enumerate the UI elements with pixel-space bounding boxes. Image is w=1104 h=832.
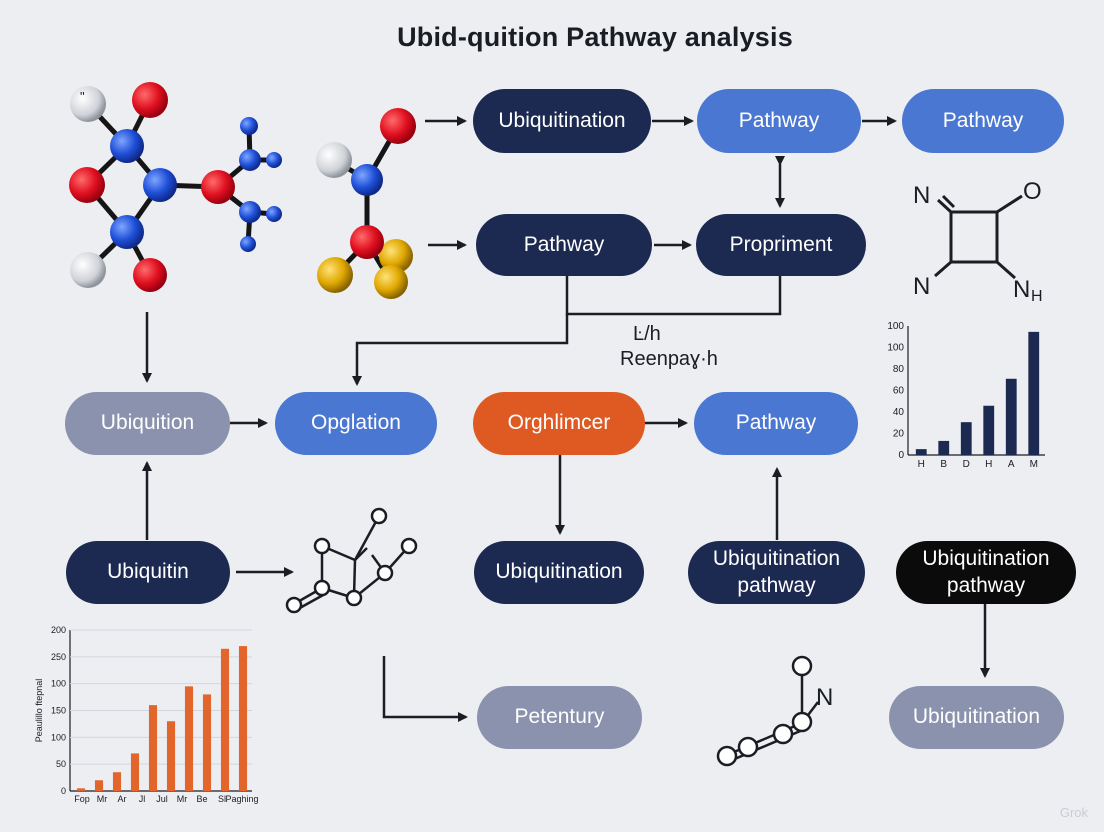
chart-navy-bar bbox=[983, 405, 995, 455]
connectors bbox=[142, 116, 990, 722]
chart-navy-bar bbox=[938, 440, 950, 455]
chart-navy-bar bbox=[1028, 331, 1040, 455]
node-orghlimcer[interactable]: Orghlimcer bbox=[473, 392, 645, 455]
chart-orange-xtick-label: Jl bbox=[139, 794, 146, 804]
chart-navy-bar bbox=[915, 449, 927, 455]
chart-navy-xtick-label: H bbox=[985, 459, 992, 470]
junction-label-1: Ŀ/h bbox=[633, 323, 661, 345]
node-ubiquitination-pathway-mid[interactable]: Ubiquitination pathway bbox=[688, 541, 865, 604]
chart-navy-xtick-label: D bbox=[963, 459, 970, 470]
chart-navy-bar bbox=[1005, 378, 1017, 455]
chart-orange-ytick-label: 100 bbox=[51, 732, 66, 742]
ring-label-n2: N bbox=[913, 273, 930, 300]
chart-orange-ytick-label: 200 bbox=[51, 625, 66, 635]
chart-orange-xtick-label: Sl bbox=[218, 794, 226, 804]
chart-orange-bar bbox=[202, 694, 212, 791]
node-opglation[interactable]: Opglation bbox=[275, 392, 437, 455]
chart-navy-xtick-label: B bbox=[940, 459, 947, 470]
chart-orange-bar bbox=[166, 721, 176, 791]
chart-navy-ytick-label: 100 bbox=[887, 321, 904, 332]
node-petentury[interactable]: Petentury bbox=[477, 686, 642, 749]
chart-orange-bar bbox=[130, 753, 140, 791]
square-ring bbox=[934, 194, 1023, 280]
node-pathway-top-right[interactable]: Pathway bbox=[902, 89, 1064, 153]
chart-orange-xtick-label: Jul bbox=[156, 794, 168, 804]
chart-navy-xtick-label: M bbox=[1030, 459, 1038, 470]
node-ubiquitin[interactable]: Ubiquitin bbox=[66, 541, 230, 604]
diagram-title: Ubid-quition Pathway analysis bbox=[397, 22, 793, 52]
chart-navy-xtick-label: H bbox=[918, 459, 925, 470]
node-propriment[interactable]: Propriment bbox=[696, 214, 866, 276]
chart-orange-bar bbox=[76, 788, 86, 791]
watermark: Grok bbox=[1059, 805, 1088, 820]
node-ubiquitination-pathway-right-line1: Ubiquitination bbox=[922, 547, 1050, 571]
chart-orange-bar bbox=[184, 686, 194, 791]
ring-label-n1: N bbox=[913, 182, 930, 209]
chart-navy-ytick-label: 80 bbox=[893, 364, 905, 375]
chart-navy-xtick-label: A bbox=[1008, 459, 1015, 470]
molecule-center-atoms bbox=[316, 108, 416, 299]
chart-orange-xtick-label: Mr bbox=[97, 794, 108, 804]
chart-orange-ylabel: Peaulillo ftepnal bbox=[34, 679, 44, 743]
node-ubiquitination-top[interactable]: Ubiquitination bbox=[473, 89, 651, 153]
chart-orange-ytick-label: 0 bbox=[61, 786, 66, 796]
chart-navy-ytick-label: 100 bbox=[887, 343, 904, 354]
chart-orange-bar bbox=[94, 780, 104, 791]
node-ubiquitination-bottom[interactable]: Ubiquitination bbox=[889, 686, 1064, 749]
ring-label-o: O bbox=[1023, 178, 1042, 205]
node-ubiquition[interactable]: Ubiquition bbox=[65, 392, 230, 455]
chart-orange-bar bbox=[112, 772, 122, 791]
chart-orange-bar bbox=[238, 646, 248, 791]
chain-label-n: N bbox=[816, 684, 833, 711]
chart-navy-ytick-label: 20 bbox=[893, 429, 905, 440]
chart-orange-xtick-label: Fop bbox=[74, 794, 90, 804]
chart-navy-ytick-label: 40 bbox=[893, 407, 905, 418]
chart-navy-ytick-label: 0 bbox=[898, 450, 904, 461]
node-pathway-row3[interactable]: Pathway bbox=[694, 392, 858, 455]
node-ubiquitination-pathway-right[interactable]: Ubiquitination pathway bbox=[896, 541, 1076, 604]
molecule-left-atoms: " bbox=[69, 82, 282, 292]
chart-orange-bar bbox=[148, 705, 158, 791]
chart-orange-ytick-label: 150 bbox=[51, 706, 66, 716]
chain-structure bbox=[716, 655, 819, 767]
node-ubiquitination-pathway-mid-line1: Ubiquitination bbox=[712, 547, 841, 571]
chart-orange-ytick-label: 50 bbox=[56, 759, 66, 769]
junction-label-2: Reenpaɣ·h bbox=[620, 348, 718, 370]
chart-orange-xtick-label: Ar bbox=[118, 794, 127, 804]
node-ubiquitination-row4[interactable]: Ubiquitination bbox=[474, 541, 644, 604]
chart-orange-ytick-label: 250 bbox=[51, 652, 66, 662]
node-pathway-row2[interactable]: Pathway bbox=[476, 214, 652, 276]
chart-orange-xtick-label: Be bbox=[196, 794, 207, 804]
chart-orange-xtick-label: Paghing bbox=[225, 794, 258, 804]
node-ubiquitination-pathway-mid-line2: pathway bbox=[737, 573, 816, 597]
chart-orange-bar bbox=[220, 648, 230, 791]
molecule-atom-label: " bbox=[80, 89, 85, 104]
chart-navy-ytick-label: 60 bbox=[893, 386, 905, 397]
ring-label-h: H bbox=[1031, 288, 1043, 305]
chart-orange-ytick-label: 100 bbox=[51, 679, 66, 689]
node-ubiquitination-pathway-right-line2: pathway bbox=[946, 573, 1026, 597]
ring-structure-small bbox=[285, 507, 418, 614]
node-pathway-top-mid[interactable]: Pathway bbox=[697, 89, 861, 153]
ring-label-nh: N bbox=[1013, 276, 1030, 303]
chart-orange-xtick-label: Mr bbox=[177, 794, 188, 804]
chart-navy-bar bbox=[960, 422, 972, 455]
